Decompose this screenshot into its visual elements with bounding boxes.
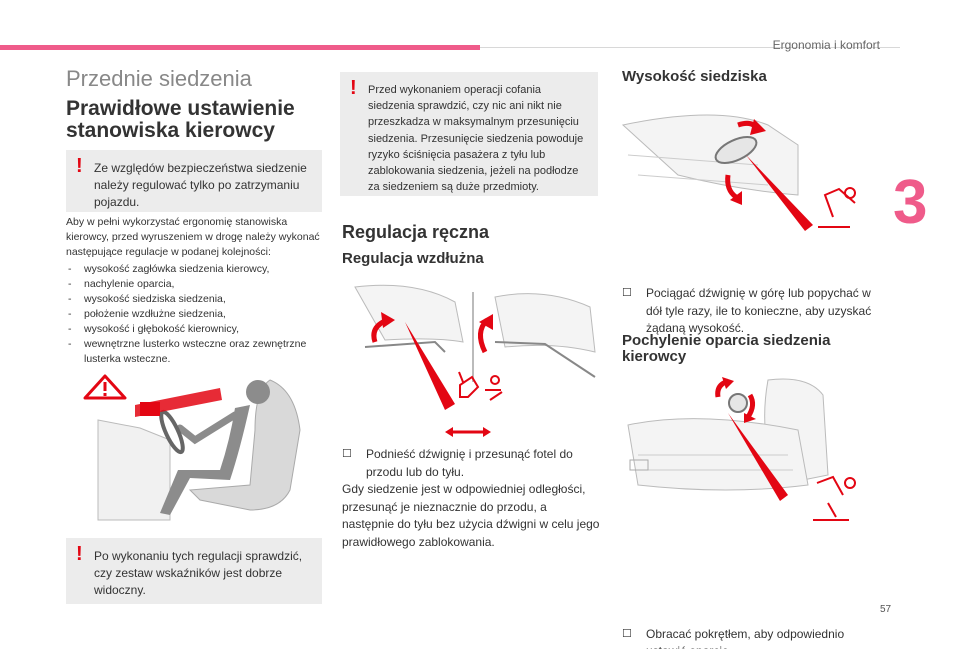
warning-text: Przed wykonaniem operacji cofania siedze… bbox=[368, 84, 584, 194]
longitudinal-adjustment-heading: Regulacja wzdłużna bbox=[342, 250, 484, 267]
instruction-text: Pociągać dźwignię w górę lub popychać w … bbox=[646, 286, 872, 335]
checkbox-bullet-icon: ☐ bbox=[342, 448, 352, 460]
list-item: położenie wzdłużne siedzenia, bbox=[66, 307, 328, 322]
list-item: wysokość siedziska siedzenia, bbox=[66, 292, 328, 307]
warning-icon: ! bbox=[76, 155, 83, 177]
warning-box-safety: ! Ze względów bezpieczeństwa siedzenie n… bbox=[66, 150, 322, 212]
section-name: Ergonomia i komfort bbox=[772, 38, 880, 52]
warning-box-reverse: ! Przed wykonaniem operacji cofania sied… bbox=[340, 72, 598, 196]
backrest-tilt-illustration bbox=[627, 377, 856, 521]
longitudinal-adjustment-illustration bbox=[354, 284, 596, 437]
warning-box-instruments: ! Po wykonaniu tych regulacji sprawdzić,… bbox=[66, 538, 322, 604]
intro-text: Aby w pełni wykorzystać ergonomię stanow… bbox=[66, 216, 320, 258]
seat-height-illustration bbox=[621, 114, 856, 231]
list-item: wewnętrzne lusterko wsteczne oraz zewnęt… bbox=[66, 337, 328, 367]
warning-icon: ! bbox=[350, 77, 357, 99]
seat-height-heading: Wysokość siedziska bbox=[622, 68, 767, 85]
header-accent-bar bbox=[0, 45, 480, 50]
locking-note: Gdy siedzenie jest w odpowiedniej odległ… bbox=[342, 482, 600, 549]
section-heading: Prawidłowe ustawienie stanowiska kierowc… bbox=[66, 97, 295, 142]
checkbox-bullet-icon: ☐ bbox=[622, 627, 632, 640]
chapter-number: 3 bbox=[893, 168, 928, 237]
instruction-text: Obracać pokrętłem, aby odpowiednio ustaw… bbox=[646, 626, 845, 649]
seat-height-instruction: ☐ Pociągać dźwignię w górę lub popychać … bbox=[622, 285, 874, 338]
page-title: Przednie siedzenia bbox=[66, 66, 252, 91]
checkbox-bullet-icon: ☐ bbox=[622, 287, 632, 299]
backrest-tilt-instruction: ☐ Obracać pokrętłem, aby odpowiednio ust… bbox=[622, 626, 874, 649]
header-line bbox=[480, 47, 900, 48]
list-item: nachylenie oparcia, bbox=[66, 277, 328, 292]
manual-adjustment-heading: Regulacja ręczna bbox=[342, 222, 490, 242]
longitudinal-instruction: ☐ Podnieść dźwignię i przesunąć fotel do… bbox=[342, 446, 594, 481]
page-number: 57 bbox=[880, 604, 892, 615]
instruction-text: Podnieść dźwignię i przesunąć fotel do p… bbox=[366, 447, 573, 479]
driver-position-illustration bbox=[83, 374, 301, 521]
list-item: wysokość i głębokość kierownicy, bbox=[66, 322, 328, 337]
list-item: wysokość zagłówka siedzenia kierowcy, bbox=[66, 262, 328, 277]
warning-text: Ze względów bezpieczeństwa siedzenie nal… bbox=[94, 161, 307, 209]
warning-text: Po wykonaniu tych regulacji sprawdzić, c… bbox=[94, 549, 303, 597]
warning-icon: ! bbox=[76, 543, 83, 565]
backrest-tilt-heading: Pochylenie oparcia siedzenia kierowcy bbox=[622, 332, 831, 365]
adjustment-order-list: wysokość zagłówka siedzenia kierowcy, na… bbox=[66, 262, 328, 367]
